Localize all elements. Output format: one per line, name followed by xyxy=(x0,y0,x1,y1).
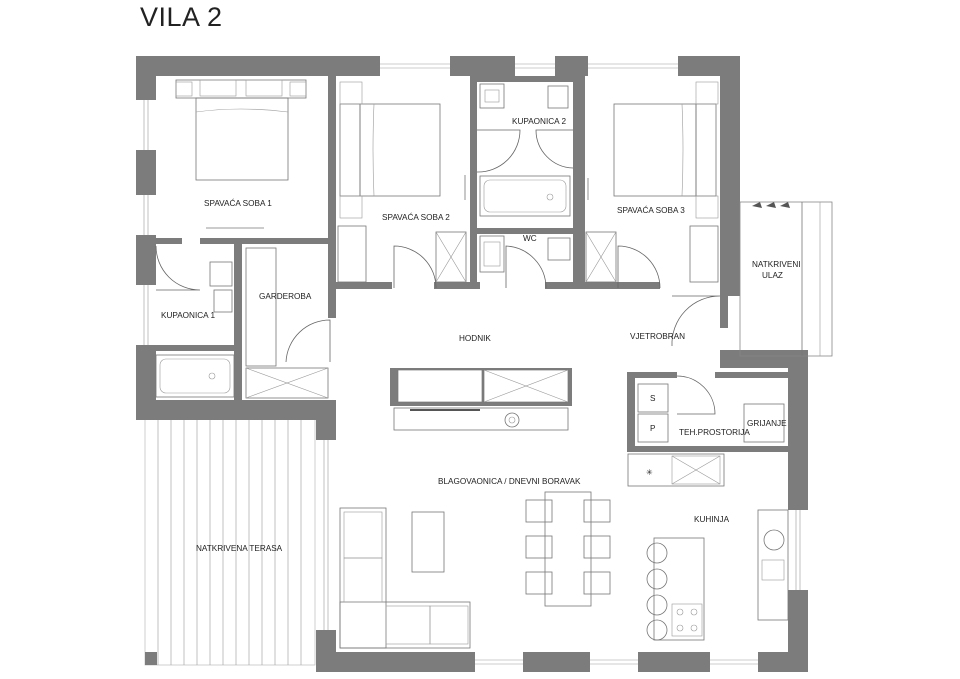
tv-unit xyxy=(390,368,572,431)
bedroom-1-furniture xyxy=(175,79,307,229)
label-blagovaonica: BLAGOVAONICA / DNEVNI BORAVAK xyxy=(438,477,581,486)
terrace-deck xyxy=(144,418,316,666)
label-spavaca-soba-3: SPAVAĆA SOBA 3 xyxy=(617,205,685,215)
boiler-p-label: P xyxy=(650,424,656,433)
closets xyxy=(435,231,617,283)
bathroom-2-fixtures xyxy=(479,83,571,273)
bedroom-2-furniture xyxy=(337,81,466,283)
tech-room: S P xyxy=(637,383,785,443)
dining-table xyxy=(525,491,611,607)
label-kuhinja: KUHINJA xyxy=(694,515,730,524)
label-natkriveni-ulaz-1: NATKRIVENI xyxy=(752,260,801,269)
page-title: VILA 2 xyxy=(140,2,223,32)
label-kupaonica-2: KUPAONICA 2 xyxy=(512,117,566,126)
label-spavaca-soba-2: SPAVAĆA SOBA 2 xyxy=(382,212,450,222)
label-garderoba: GARDEROBA xyxy=(259,292,312,301)
doors xyxy=(155,129,721,415)
bedroom-3-furniture xyxy=(587,81,719,283)
room-labels: SPAVAĆA SOBA 1 SPAVAĆA SOBA 2 SPAVAĆA SO… xyxy=(161,117,801,553)
label-kupaonica-1: KUPAONICA 1 xyxy=(161,311,215,320)
label-wc: WC xyxy=(523,234,537,243)
interior-walls xyxy=(156,76,788,452)
label-teh-prostorija: TEH.PROSTORIJA xyxy=(679,428,750,437)
windows xyxy=(136,56,808,672)
label-vjetrobran: VJETROBRAN xyxy=(630,332,685,341)
asterisk-icon: ✳ xyxy=(646,468,653,477)
kitchen-furniture: ✳ xyxy=(627,453,789,641)
bathroom-1-fixtures xyxy=(155,247,329,399)
label-grijanje: GRIJANJE xyxy=(747,419,787,428)
boiler-s-label: S xyxy=(650,394,656,403)
covered-entrance xyxy=(739,201,833,357)
label-natkrivena-terasa: NATKRIVENA TERASA xyxy=(196,544,283,553)
label-hodnik: HODNIK xyxy=(459,334,491,343)
label-natkriveni-ulaz-2: ULAZ xyxy=(762,271,783,280)
label-spavaca-soba-1: SPAVAĆA SOBA 1 xyxy=(204,198,272,208)
sofa xyxy=(339,507,471,649)
